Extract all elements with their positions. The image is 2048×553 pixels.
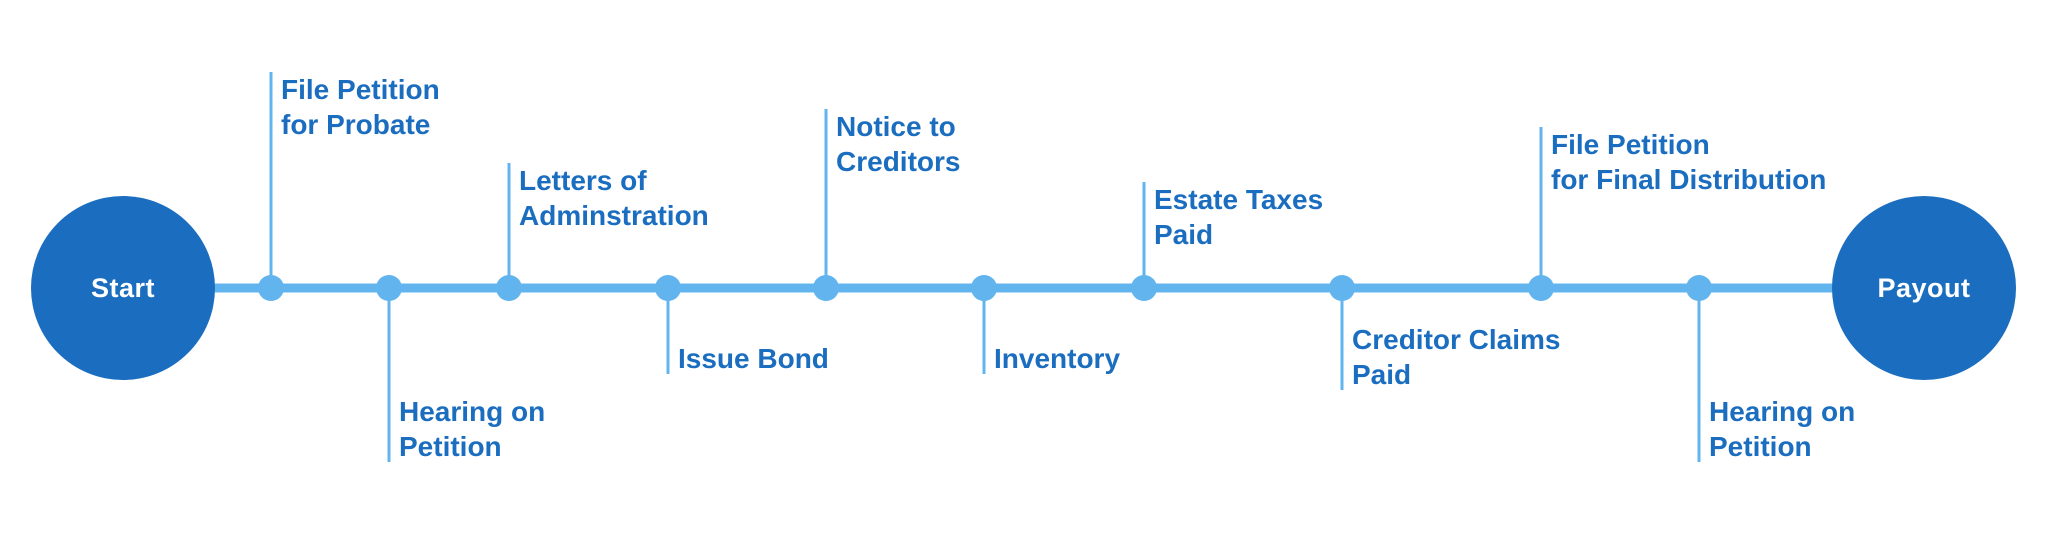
milestone-label: File Petition for Final Distribution — [1551, 127, 1826, 197]
milestone-label-line: Issue Bond — [678, 343, 829, 374]
milestone-node — [813, 275, 839, 301]
milestone-label-line: for Probate — [281, 109, 431, 140]
milestone-node — [376, 275, 402, 301]
milestone-label-line: Hearing on — [399, 396, 546, 427]
milestone-label-line: Paid — [1154, 219, 1214, 250]
milestone-label-line: Notice to — [836, 111, 956, 142]
milestone-label-line: Estate Taxes — [1154, 184, 1324, 215]
start-node: Start — [31, 196, 215, 380]
milestone-label-line: Creditor Claims — [1352, 324, 1561, 355]
milestone-label-line: File Petition — [1551, 129, 1710, 160]
milestone-node — [971, 275, 997, 301]
milestone-node — [496, 275, 522, 301]
milestone-label-line: Paid — [1352, 359, 1412, 390]
milestone-label: File Petition for Probate — [281, 72, 440, 142]
milestone-node — [655, 275, 681, 301]
milestone-label: Inventory — [994, 341, 1120, 376]
milestone-label-line: Letters of — [519, 165, 647, 196]
payout-node: Payout — [1832, 196, 2016, 380]
milestone-label-line: Hearing on — [1709, 396, 1856, 427]
milestone-label: Notice to Creditors — [836, 109, 960, 179]
milestone-node — [1528, 275, 1554, 301]
milestone-node — [258, 275, 284, 301]
milestone-node — [1131, 275, 1157, 301]
milestone-label: Hearing on Petition — [399, 394, 545, 464]
milestone-label: Hearing on Petition — [1709, 394, 1855, 464]
milestone-label-line: Inventory — [994, 343, 1121, 374]
milestone-node — [1686, 275, 1712, 301]
milestone-label-line: File Petition — [281, 74, 440, 105]
milestone-label: Letters of Adminstration — [519, 163, 709, 233]
milestone-label-line: Petition — [1709, 431, 1812, 462]
milestone-label-line: Petition — [399, 431, 502, 462]
milestone-node — [1329, 275, 1355, 301]
milestone-label-line: Creditors — [836, 146, 961, 177]
milestone-label-line: Adminstration — [519, 200, 709, 231]
milestone-label: Issue Bond — [678, 341, 829, 376]
milestone-label-line: for Final Distribution — [1551, 164, 1827, 195]
